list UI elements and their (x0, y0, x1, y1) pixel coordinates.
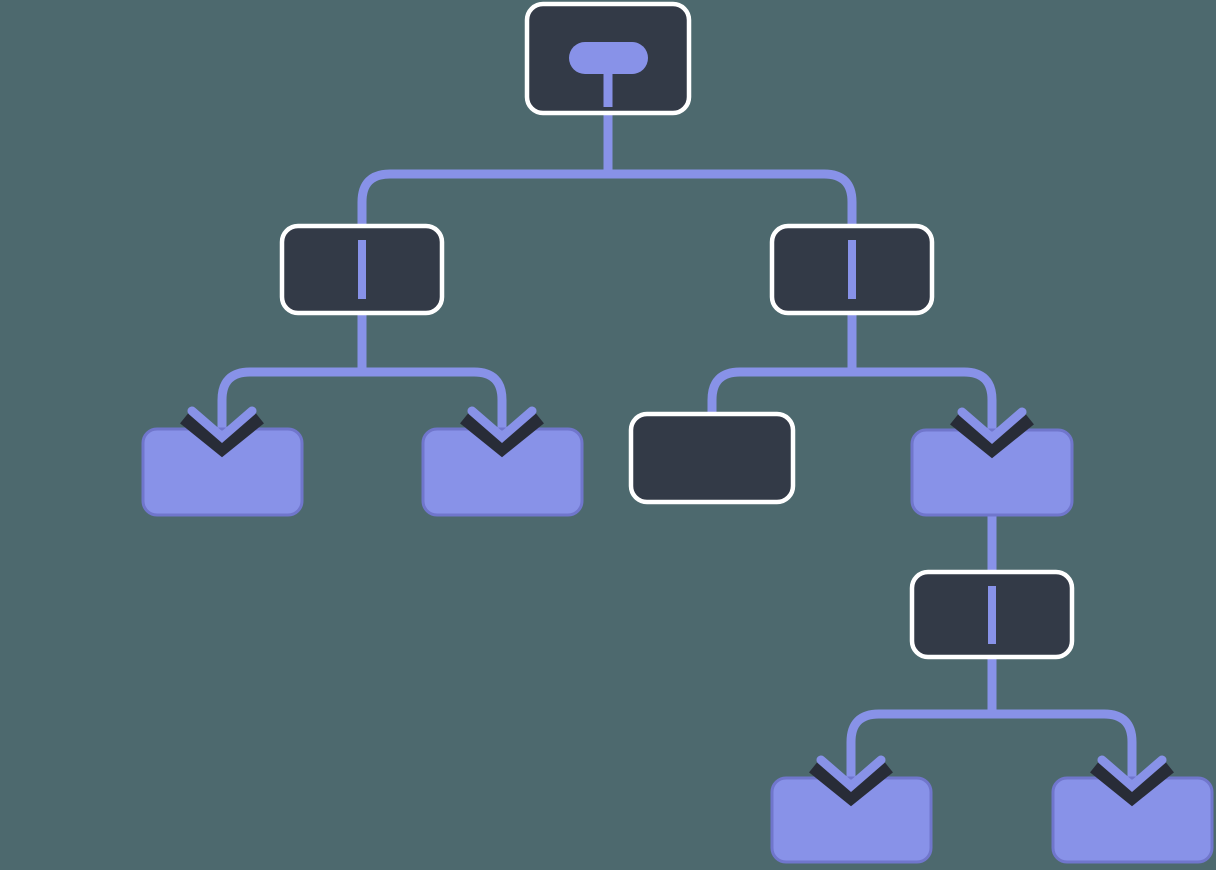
arrow-down-dark-chevron-icon (180, 408, 264, 458)
arrow-down-dark-chevron-icon (809, 757, 893, 807)
node-leaf-dark (628, 411, 796, 505)
node-node-right-mid (910, 428, 1074, 517)
node-leaf-bottom-1 (770, 776, 933, 864)
node-leaf-bottom-2 (1051, 776, 1214, 864)
arrow-down-dark-chevron-icon (460, 408, 544, 458)
arrow-down-purple-chevron-icon (957, 407, 1027, 444)
arrow-down-purple-chevron-icon (1097, 755, 1167, 792)
arrow-down-dark-chevron-icon (1090, 757, 1174, 807)
node-leaf-left-2 (421, 427, 584, 517)
connector-left-branch-to-left-leaves (217, 367, 507, 435)
connector-right-branch-to-right-children (707, 367, 997, 436)
root-pill-icon (569, 42, 648, 74)
node-leaf-left-1 (141, 427, 304, 517)
arrow-down-purple-chevron-icon (816, 755, 886, 792)
arrow-down-purple-chevron-icon (187, 406, 257, 443)
arrow-down-purple-chevron-icon (467, 406, 537, 443)
connector-top-branch-to-splits (357, 169, 857, 226)
arrow-down-dark-chevron-icon (950, 409, 1034, 459)
connector-bottom-branch-to-bottom-leaves (846, 709, 1137, 784)
